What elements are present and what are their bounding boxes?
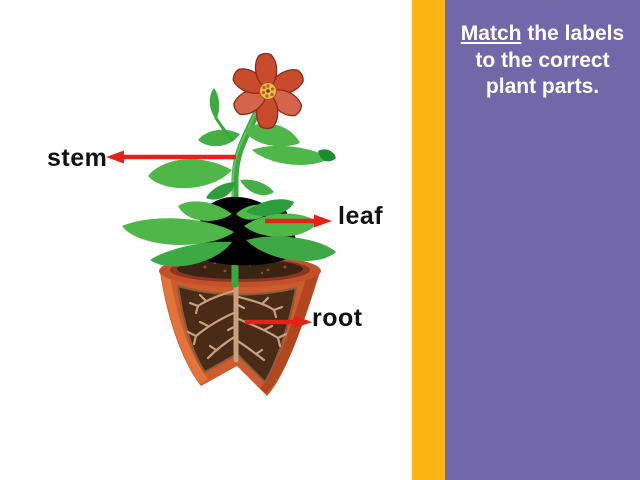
arrow-right-icon (265, 214, 332, 228)
stem-graphic[interactable] (231, 108, 261, 288)
label-stem[interactable]: stem (47, 144, 108, 172)
instruction-panel: Match the labels to the correct plant pa… (445, 0, 640, 480)
label-leaf[interactable]: leaf (338, 202, 384, 230)
leaves-graphic[interactable] (122, 123, 336, 267)
instruction-text: Match the labels to the correct plant pa… (460, 22, 625, 99)
divider-stripe (412, 0, 445, 480)
flower-graphic[interactable] (230, 52, 307, 130)
arrow-right-icon (245, 315, 312, 329)
roots-graphic[interactable] (186, 275, 288, 363)
label-root[interactable]: root (312, 304, 363, 332)
bud-graphic (209, 88, 234, 142)
instruction-underlined-word: Match (460, 22, 522, 45)
arrow-left-icon (106, 150, 236, 164)
